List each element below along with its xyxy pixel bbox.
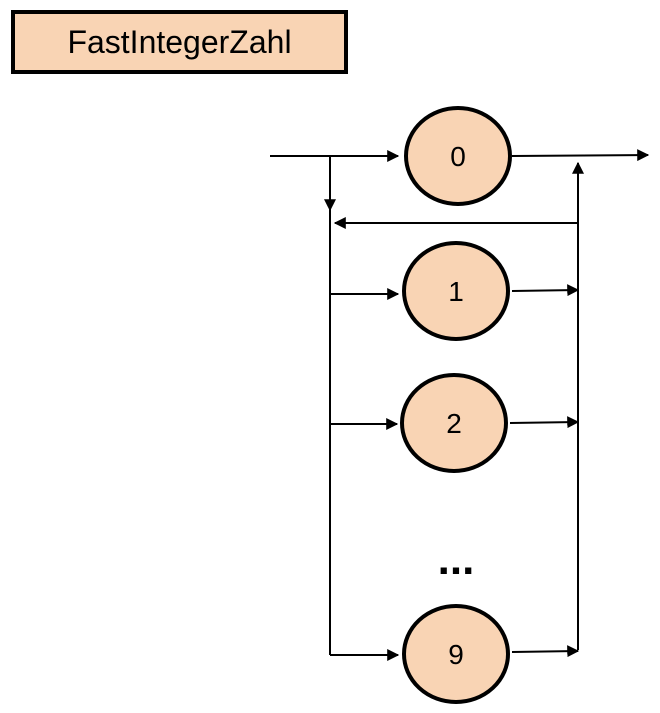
node-0-circle (404, 106, 512, 206)
node-0-label: 0 (450, 141, 466, 172)
node-2-circle (400, 373, 508, 473)
node-1: 1 (402, 241, 510, 341)
node-2: 2 (400, 373, 508, 473)
node-9-label: 9 (448, 639, 464, 670)
node-1-label: 1 (448, 276, 464, 307)
branch-out-9 (511, 645, 580, 658)
title-box: FastIntegerZahl (11, 10, 348, 74)
diagram-title: FastIntegerZahl (67, 23, 292, 60)
node-1-circle (402, 241, 510, 341)
branch-out-1 (511, 284, 580, 297)
node-0: 0 (404, 106, 512, 206)
node-9: 9 (402, 604, 510, 704)
node-2-label: 2 (446, 408, 462, 439)
node-9-circle (402, 604, 510, 704)
ellipsis: ... (438, 535, 475, 584)
branch-out-2 (509, 416, 580, 429)
exit-line (511, 149, 650, 162)
